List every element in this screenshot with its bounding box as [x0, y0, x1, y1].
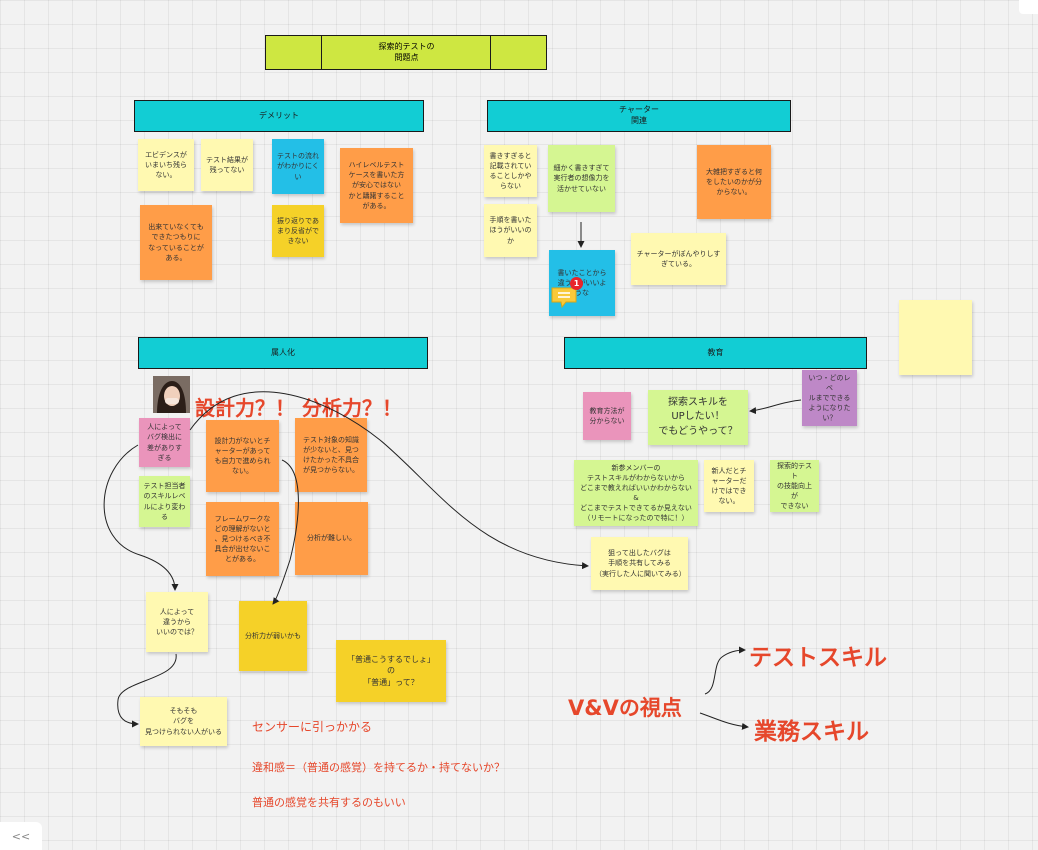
comment-count-badge: 1: [570, 277, 583, 290]
header-kyoiku[interactable]: 教育: [564, 337, 867, 369]
sticky-note-framework[interactable]: フレームワークな どの理解がないと 、見つけるべき不 具合が出せないこ とがある…: [206, 502, 279, 576]
sticky-note-explore-improve[interactable]: 探索的テスト の技能向上が できない: [770, 460, 819, 512]
sticky-note-too-much-writing[interactable]: 書きすぎると 記載されてい ることしかや らない: [484, 145, 537, 197]
sticky-note-not-covered[interactable]: 出来ていなくても できたつもりに なっていることが ある。: [140, 205, 212, 280]
sticky-note-evidence[interactable]: エビデンスが いまいち残ら ない。: [138, 139, 194, 191]
sticky-note-analysis-hard[interactable]: 分析が難しい。: [295, 502, 368, 575]
header-demerit[interactable]: デメリット: [134, 100, 424, 132]
top-right-panel[interactable]: [1019, 0, 1038, 14]
sticky-note-high-level[interactable]: ハイレベルテスト ケースを書いた方 が安心ではない かと躊躇すること がある。: [340, 148, 413, 223]
text-vv-viewpoint[interactable]: V&Vの視点: [568, 696, 682, 720]
text-iwakan[interactable]: 違和感＝（普通の感覚）を持てるか・持てないか？: [252, 761, 505, 774]
sticky-note-analysis-weak[interactable]: 分析力が弱いかも: [239, 601, 307, 671]
sticky-note-person-bug[interactable]: 人によって バグ検出に 差がありす ぎる: [139, 418, 190, 467]
text-business-skill[interactable]: 業務スキル: [754, 719, 869, 745]
board-title[interactable]: 探索的テストの 問題点: [321, 35, 492, 70]
sticky-note-share-bug[interactable]: 狙って出したバグは 手順を共有してみる （実行した人に聞いてみる）: [591, 537, 688, 590]
text-share-normal[interactable]: 普通の感覚を共有するのもいい: [252, 796, 406, 809]
sticky-note-differs-person[interactable]: 人によって 違うから いいのでは？: [146, 592, 208, 652]
sticky-note-normal[interactable]: 「普通こうするでしょ」 の 「普通」って？: [336, 640, 446, 702]
sticky-note-new-member[interactable]: 新参メンバーの テストスキルがわからないから どこまで教えればいいかわからない …: [574, 460, 698, 526]
sticky-note-edu-method[interactable]: 教育方法が 分からない: [583, 392, 631, 440]
arrow-vv-to-testskill: [704, 646, 746, 695]
text-test-skill[interactable]: テストスキル: [749, 645, 887, 671]
comment-icon[interactable]: [550, 285, 578, 309]
collapse-toggle-button[interactable]: <<: [0, 822, 42, 850]
sticky-note-blank[interactable]: [899, 300, 972, 375]
title-cell-left[interactable]: [265, 35, 323, 70]
sticky-note-test-result[interactable]: テスト結果が 残ってない: [201, 139, 253, 191]
sticky-note-explore-skill[interactable]: 探索スキルを UPしたい！ でもどうやって？: [648, 390, 748, 445]
sticky-note-newbie-charter[interactable]: 新人だとチ ャーターだ けではでき ない。: [704, 460, 754, 512]
sticky-note-tester-skill[interactable]: テスト担当者 のスキルレベ ルにより変わ る: [139, 476, 190, 527]
sticky-note-too-broad[interactable]: 大雑把すぎると何 をしたいのかが分 からない。: [697, 145, 771, 219]
sticky-note-what-level[interactable]: いつ・どのレベ ルまでできる ようになりた い？: [802, 370, 857, 426]
arrow-level-to-explore: [749, 399, 802, 415]
header-charter[interactable]: チャーター 関連: [487, 100, 791, 132]
arrow-vv-to-businessskill: [699, 712, 749, 730]
header-zokujin[interactable]: 属人化: [138, 337, 428, 369]
design-analysis-annotation[interactable]: 設計力？！ 分析力？！: [195, 396, 402, 420]
sticky-note-test-flow[interactable]: テストの流れ がわかりにく い: [272, 139, 324, 194]
sticky-note-cant-find[interactable]: そもそも バグを 見つけられない人がいる: [140, 697, 227, 746]
sticky-note-domain-knowledge[interactable]: テスト対象の知識 が少ないと、見つ けたかった不具合 が見つからない。: [295, 418, 367, 492]
avatar: [153, 376, 190, 413]
title-cell-right[interactable]: [490, 35, 547, 70]
sticky-note-procedure[interactable]: 手順を書いた ほうがいいの か: [484, 204, 537, 257]
sticky-note-no-review[interactable]: 振り返りであ まり反省がで きない: [272, 205, 324, 257]
sticky-note-charter-vague[interactable]: チャーターがぼんやりしす ぎている。: [631, 233, 726, 285]
sticky-note-design-skill[interactable]: 設計力がないとチ ャーターがあって も自力で進められ ない。: [206, 420, 279, 492]
text-sensor[interactable]: センサーに引っかかる: [252, 720, 373, 734]
sticky-note-too-detailed[interactable]: 細かく書きすぎて 実行者の想像力を 活かせていない: [548, 145, 615, 212]
